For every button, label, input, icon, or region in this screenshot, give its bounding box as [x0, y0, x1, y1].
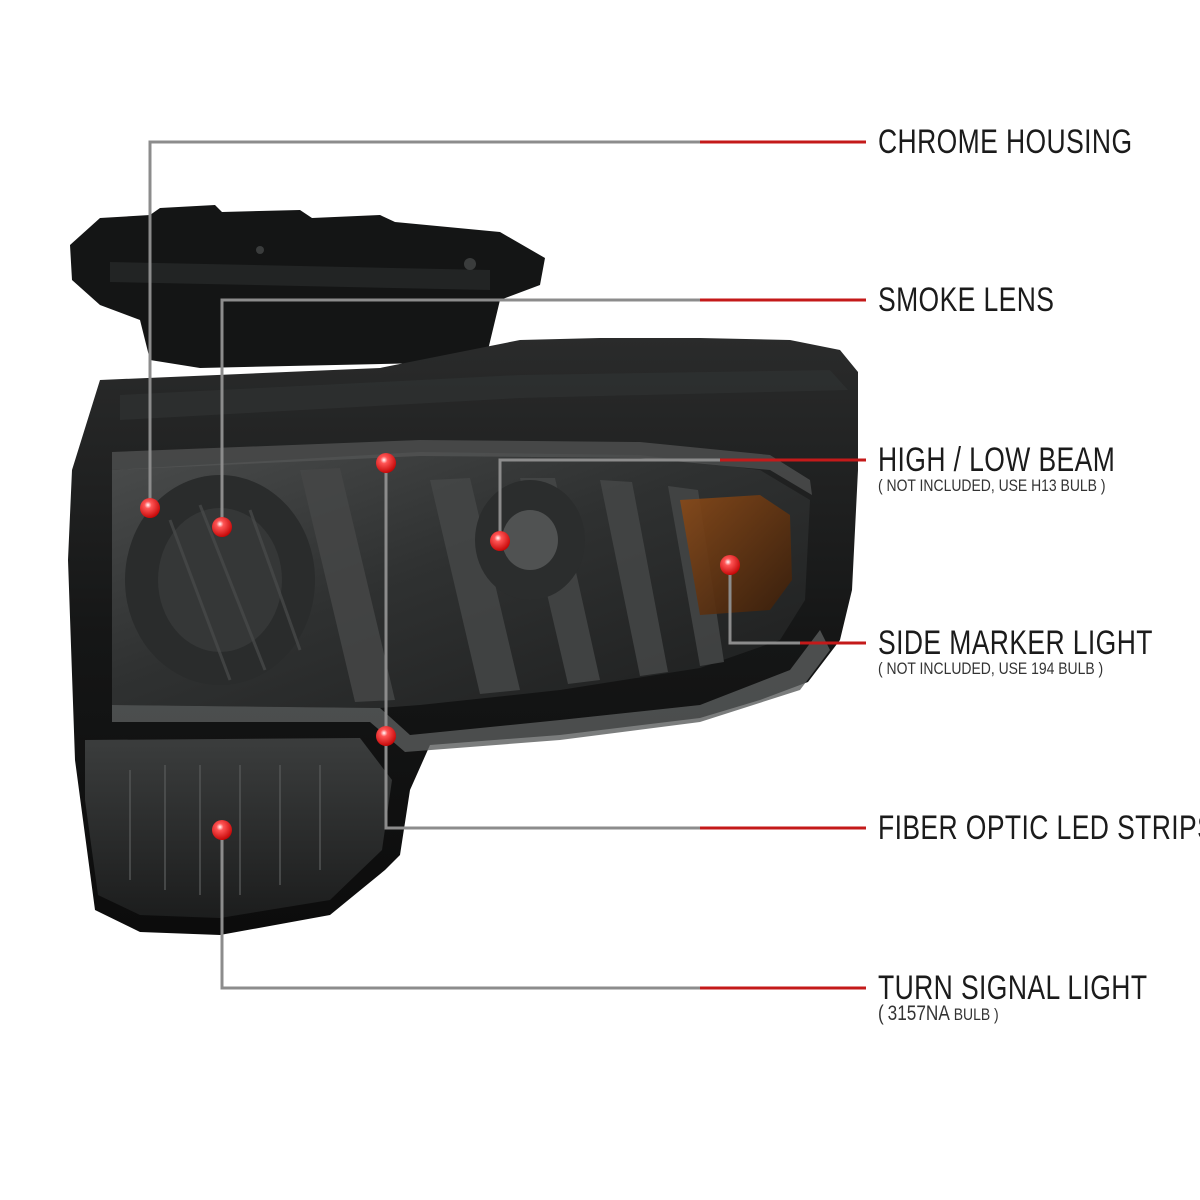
turn-signal-area	[85, 738, 392, 918]
note-bulb-code: 3157NA	[887, 1002, 950, 1025]
callout-title: SIDE MARKER LIGHT	[878, 624, 1153, 662]
callout-turn-signal-light: TURN SIGNAL LIGHT ( 3157NA BULB )	[878, 970, 1200, 1025]
dot-chrome-housing	[140, 498, 160, 518]
leader-lines	[148, 140, 866, 990]
note-open-paren: (	[878, 1002, 884, 1025]
callout-title: CHROME HOUSING	[878, 123, 1133, 161]
callout-side-marker-light: SIDE MARKER LIGHT ( NOT INCLUDED, USE 19…	[878, 625, 1200, 679]
dot-fiber-lower	[376, 726, 396, 746]
dot-side-marker	[720, 555, 740, 575]
callout-chrome-housing: CHROME HOUSING	[878, 124, 1200, 160]
dot-high-low-beam	[490, 531, 510, 551]
fiber-optic-strip	[112, 630, 830, 752]
mounting-bracket	[70, 205, 545, 368]
callout-note: ( 3157NA BULB )	[878, 1002, 1161, 1025]
dot-smoke-lens	[212, 517, 232, 537]
callout-title: TURN SIGNAL LIGHT	[878, 969, 1148, 1007]
callout-title: HIGH / LOW BEAM	[878, 441, 1116, 479]
callout-fiber-optic-led-strips: FIBER OPTIC LED STRIPS	[878, 810, 1200, 846]
callout-title: SMOKE LENS	[878, 281, 1055, 319]
callout-dots	[140, 453, 740, 840]
side-marker-amber	[680, 495, 792, 615]
dot-fiber-upper	[376, 453, 396, 473]
dot-turn-signal	[212, 820, 232, 840]
callout-high-low-beam: HIGH / LOW BEAM ( NOT INCLUDED, USE H13 …	[878, 442, 1182, 496]
callout-note: ( NOT INCLUDED, USE 194 BULB )	[878, 659, 1104, 678]
callout-title: FIBER OPTIC LED STRIPS	[878, 809, 1200, 847]
callout-smoke-lens: SMOKE LENS	[878, 282, 1104, 318]
note-bulb-word: BULB )	[953, 1005, 999, 1024]
callout-note: ( NOT INCLUDED, USE H13 BULB )	[878, 476, 1106, 495]
